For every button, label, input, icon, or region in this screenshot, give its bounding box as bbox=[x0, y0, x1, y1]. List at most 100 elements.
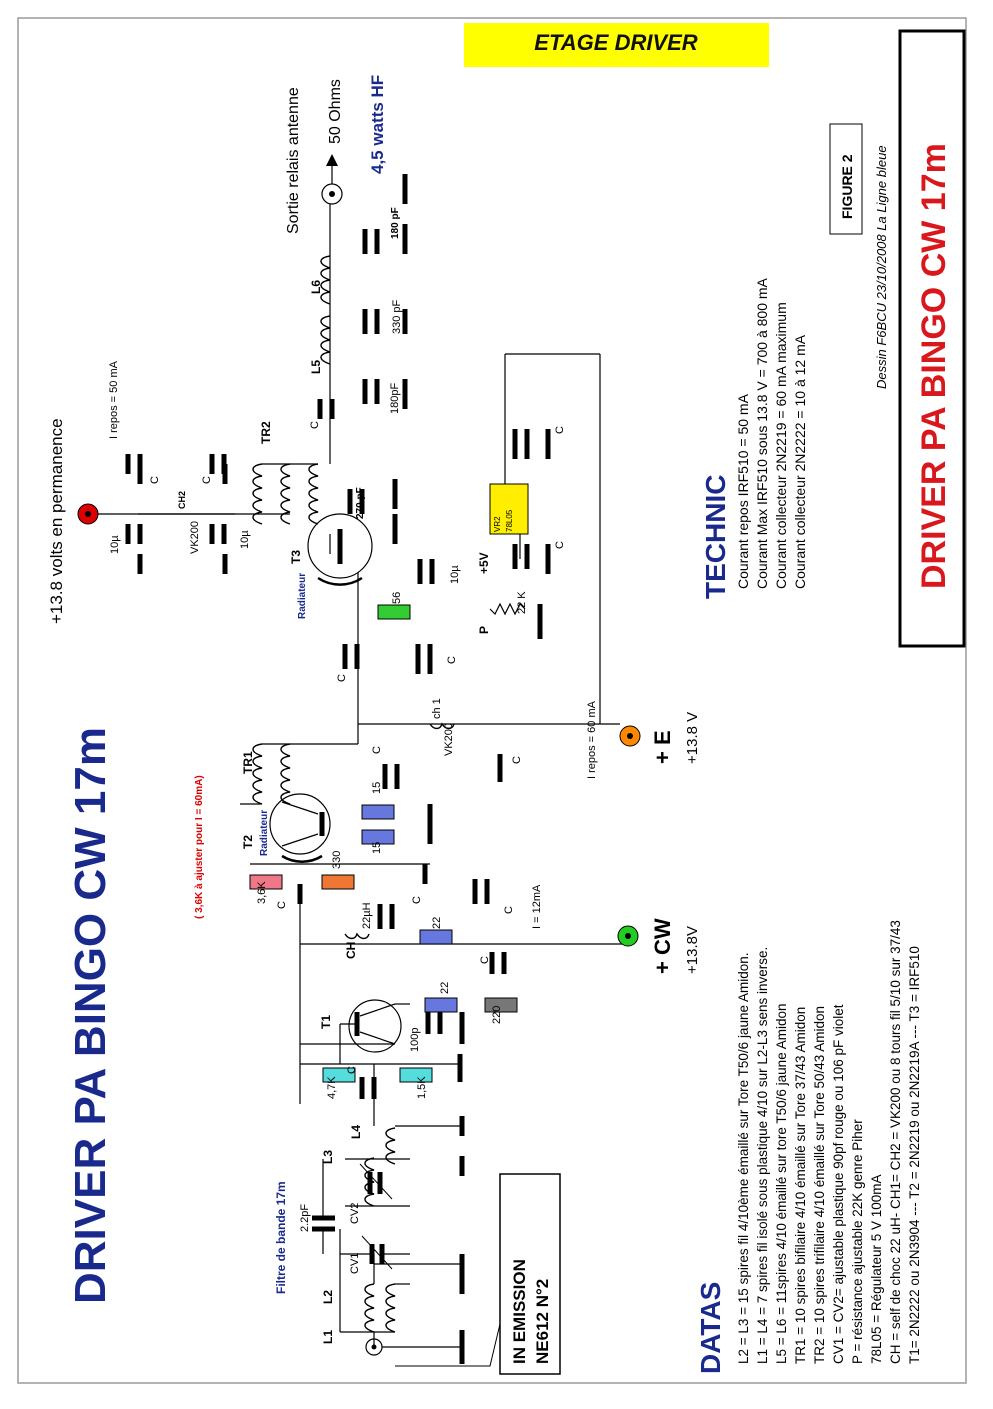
banner-bg bbox=[464, 23, 769, 67]
label-vr2: VR2 bbox=[493, 516, 502, 532]
terminal-cw-volt: +13.8V bbox=[684, 926, 701, 974]
technic-line-4: Courant collecteur 2N2222 = 10 à 12 mA bbox=[792, 334, 808, 589]
label-c-emitter: C bbox=[479, 956, 491, 964]
output-sortie: Sortie relais antenne bbox=[285, 87, 302, 234]
terminal-e-volt: +13.8 V bbox=[684, 712, 701, 764]
label-c-feed: C bbox=[411, 896, 423, 904]
label-r-15-a: 15 bbox=[371, 842, 383, 854]
datas-line-4: TR1 = 10 spires bifilaire 4/10 émaillé s… bbox=[793, 1007, 808, 1364]
label-t2: T2 bbox=[241, 835, 255, 849]
label-r-22-emitter: 22 bbox=[439, 982, 451, 994]
r-15-a bbox=[361, 829, 395, 845]
label-l3: L3 bbox=[321, 1150, 335, 1164]
t3-gate bbox=[342, 524, 543, 744]
t3 bbox=[307, 513, 398, 586]
label-c-reg2: C bbox=[554, 426, 566, 434]
label-i-top: I repos = 50 mA bbox=[108, 360, 120, 439]
label-r-1-5k: 1,5K bbox=[416, 1076, 428, 1099]
label-2-2pf: 2.2pF bbox=[299, 1204, 311, 1232]
datas-line-9: CH = self de choc 22 uH- CH1= CH2 = VK20… bbox=[888, 920, 903, 1364]
supply-label: +13.8 volts en permanence bbox=[47, 418, 66, 624]
label-330pf: 330 pF bbox=[391, 299, 403, 334]
label-180pf: 180 pF bbox=[390, 207, 401, 239]
label-i-e: I repos = 60 mA bbox=[586, 700, 598, 779]
datas-line-2: L1 = L4 = 7 spires fil isolé sous plasti… bbox=[755, 947, 770, 1364]
label-tr2: TR2 bbox=[259, 421, 273, 444]
label-plus5v: +5V bbox=[477, 552, 491, 574]
datas-line-3: L5 = L6 = 11spires 4/10 émaillé sur tore… bbox=[774, 1004, 789, 1364]
input-box: IN EMISSION NE612 N°2 bbox=[395, 1173, 561, 1375]
label-r-56: 56 bbox=[391, 592, 403, 604]
label-l6: L6 bbox=[309, 280, 323, 294]
label-ch1: ch 1 bbox=[431, 698, 443, 719]
label-c-out: C bbox=[309, 421, 321, 429]
credit: Dessin F6BCU 23/10/2008 La Ligne bleue bbox=[874, 145, 889, 389]
label-r-220: 220 bbox=[491, 1006, 503, 1024]
label-78l05: 78L05 bbox=[505, 509, 514, 532]
label-10u-a: 10µ bbox=[109, 535, 121, 554]
technic-line-3: Courant collecteur 2N2219 = 60 mA maximu… bbox=[773, 302, 789, 589]
label-c-ch2b: C bbox=[201, 476, 213, 484]
c-2-2pf bbox=[312, 1159, 341, 1332]
datas-line-8: 78L05 = Régulateur 5 V 100mA bbox=[869, 1174, 884, 1364]
regulator-section bbox=[489, 354, 551, 574]
terminal-cw-label: + CW bbox=[650, 918, 675, 974]
label-r-4-7k: 4,7K bbox=[326, 1076, 338, 1099]
label-r-22-feed: 22 bbox=[431, 917, 443, 929]
input-box-line-1: IN EMISSION bbox=[510, 1259, 529, 1364]
datas-line-7: P = résistance ajustable 22K genre Piher bbox=[850, 1119, 865, 1364]
label-c-ch2a: C bbox=[149, 476, 161, 484]
main-title: DRIVER PA BINGO CW 17m bbox=[66, 727, 115, 1304]
ch1-supply bbox=[358, 353, 620, 730]
label-c-t1-in: C bbox=[346, 1066, 358, 1074]
r-4-7k bbox=[322, 1067, 356, 1083]
label-tr1: TR1 bbox=[241, 751, 255, 774]
filter-label: Filtre de bande 17m bbox=[274, 1181, 288, 1294]
banner-text: ETAGE DRIVER bbox=[534, 30, 698, 55]
label-c-ch1: C bbox=[511, 756, 523, 764]
r-22-feed bbox=[419, 929, 453, 945]
label-22k: 22 K bbox=[516, 591, 528, 614]
label-t3: T3 bbox=[289, 550, 303, 564]
t2-stage bbox=[249, 793, 433, 890]
r-22-emitter bbox=[424, 997, 458, 1013]
label-10u-b: 10µ bbox=[239, 530, 251, 549]
label-180pf-b: 180pF bbox=[389, 383, 401, 414]
label-22uh: 22µH bbox=[361, 902, 373, 929]
label-c-t2-in: C bbox=[276, 901, 288, 909]
label-l2: L2 bbox=[321, 1290, 335, 1304]
label-c-reg1: C bbox=[554, 541, 566, 549]
datas-line-5: TR2 = 10 spires trifilaire 4/10 émaillé … bbox=[812, 1006, 827, 1364]
r-1-5k bbox=[399, 1067, 433, 1083]
technic-title: TECHNIC bbox=[700, 475, 731, 599]
r-56 bbox=[377, 604, 411, 620]
label-l1: L1 bbox=[321, 1330, 335, 1344]
output-power: 4,5 watts HF bbox=[368, 75, 387, 174]
r-330 bbox=[321, 874, 355, 890]
vr2-78l05 bbox=[489, 483, 529, 535]
tr1 bbox=[240, 743, 503, 805]
page-frame bbox=[17, 17, 967, 1384]
adjust-note: ( 3,6K à ajuster pour I = 60mA) bbox=[194, 775, 205, 919]
label-c-tr1: C bbox=[371, 746, 383, 754]
figure-label: FIGURE 2 bbox=[839, 154, 855, 219]
ch-feed bbox=[297, 864, 630, 945]
label-radiateur-t3: Radiateur bbox=[297, 573, 308, 619]
label-vk200-ch2: VK200 bbox=[189, 521, 201, 554]
label-cv1: CV1 bbox=[349, 1253, 361, 1274]
label-10u-gate: 10µ bbox=[449, 565, 461, 584]
label-cv2: CV2 bbox=[349, 1203, 361, 1224]
cv2-l3-l4 bbox=[345, 1116, 465, 1207]
datas-line-10: T1= 2N2222 ou 2N3904 --- T2 = 2N2219 ou … bbox=[907, 946, 922, 1364]
label-r-330: 330 bbox=[331, 851, 343, 869]
datas-line-1: L2 = L3 = 15 spires fil 4/10ème émaillé … bbox=[736, 953, 751, 1365]
t1-stage bbox=[299, 904, 518, 1126]
title-box: DRIVER PA BINGO CW 17m bbox=[898, 29, 966, 648]
label-p: P bbox=[477, 626, 491, 634]
cv1-trimmer bbox=[340, 1235, 410, 1270]
label-t1: T1 bbox=[319, 1015, 333, 1029]
label-c-gate2: C bbox=[446, 656, 458, 664]
title-box-text: DRIVER PA BINGO CW 17m bbox=[915, 143, 953, 589]
label-c-feed2: C bbox=[503, 906, 515, 914]
